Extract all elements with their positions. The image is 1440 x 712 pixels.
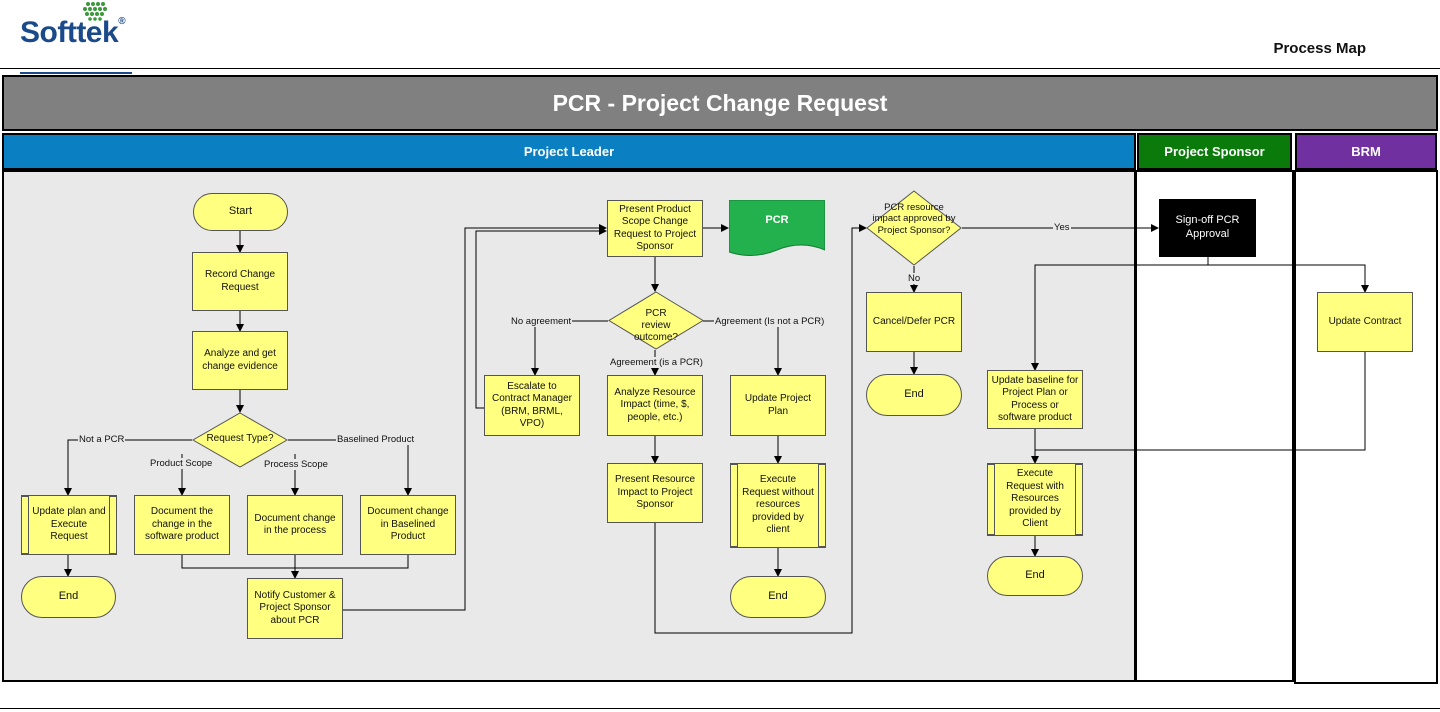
execute-without-resources: Execute Request without resources provid… (730, 463, 826, 548)
pcr-document: PCR (729, 200, 825, 258)
edge-label-agreement-is-pcr: Agreement (is a PCR) (609, 357, 704, 368)
request-type-label: Request Type? (206, 433, 274, 444)
edge-label-baselined-product: Baselined Product (336, 434, 416, 445)
end-terminator-3: End (866, 374, 962, 416)
logo-underline (20, 72, 132, 74)
resource-approved-label: PCR resource impact approved by Project … (872, 202, 956, 236)
escalate-contract-manager: Escalate to Contract Manager (BRM, BRML,… (484, 375, 580, 436)
document-software-change: Document the change in the software prod… (134, 495, 230, 555)
analyze-resource-impact: Analyze Resource Impact (time, $, people… (607, 375, 703, 436)
signoff-pcr-approval: Sign-off PCR Approval (1159, 199, 1256, 257)
analyze-change-evidence: Analyze and get change evidence (192, 331, 288, 390)
lane-header-brm: BRM (1295, 133, 1437, 170)
pcr-document-label: PCR (765, 214, 789, 226)
lane-header-project-leader: Project Leader (2, 133, 1136, 170)
page-title: Process Map (1273, 40, 1366, 57)
edge-label-product-scope: Product Scope (149, 458, 214, 469)
end-terminator-2: End (730, 576, 826, 618)
edge-agreement-not-pcr (703, 320, 782, 376)
pcr-review-decision: PCR review outcome? (608, 291, 704, 350)
edge-label-process-scope: Process Scope (263, 459, 329, 470)
record-change-request: Record Change Request (192, 252, 288, 311)
edge-escalate-present (475, 227, 607, 409)
diamond-shape (866, 190, 962, 266)
edge-contract-merge (1035, 352, 1366, 451)
edge-label-no: No (907, 273, 922, 284)
edge-docs-merge (181, 555, 409, 578)
update-plan-execute: Update plan and Execute Request (21, 495, 117, 555)
end-terminator-4: End (987, 556, 1083, 596)
edge-label-yes: Yes (1053, 222, 1071, 233)
present-scope-change: Present Product Scope Change Request to … (607, 200, 703, 257)
update-baseline: Update baseline for Project Plan or Proc… (987, 370, 1083, 429)
document-baselined-change: Document change in Baselined Product (360, 495, 456, 555)
edge-present-resource-approval (654, 224, 867, 634)
process-title: PCR - Project Change Request (2, 75, 1438, 131)
softtek-logo-icon (78, 0, 114, 26)
document-process-change: Document change in the process (247, 495, 343, 555)
pcr-review-label: PCR review outcome? (634, 308, 678, 343)
edge-no-agreement (531, 320, 608, 376)
edge-label-no-agreement: No agreement (510, 316, 573, 327)
edge-notify-present (343, 224, 607, 611)
header-rule (0, 68, 1440, 69)
resource-approved-decision: PCR resource impact approved by Project … (866, 190, 962, 266)
update-project-plan: Update Project Plan (730, 375, 826, 436)
edge-signoff-contract (1208, 264, 1369, 293)
update-contract: Update Contract (1317, 292, 1413, 352)
end-terminator-1: End (21, 576, 116, 618)
edge-not-pcr (64, 439, 192, 496)
start-terminator: Start (193, 193, 288, 231)
edge-label-agreement-not-pcr: Agreement (Is not a PCR) (714, 316, 826, 327)
softtek-logo: Softtek® (20, 16, 126, 49)
lane-header-project-sponsor: Project Sponsor (1137, 133, 1292, 170)
execute-with-resources: Execute Request with Resources provided … (987, 463, 1083, 536)
present-resource-impact: Present Resource Impact to Project Spons… (607, 463, 703, 523)
document-shape (729, 200, 825, 256)
edge-signoff-split (1031, 257, 1209, 371)
notify-customer-sponsor: Notify Customer & Project Sponsor about … (247, 578, 343, 639)
footer-rule (0, 708, 1440, 709)
cancel-defer-pcr: Cancel/Defer PCR (866, 292, 962, 352)
diamond-shape (608, 291, 704, 350)
diamond-shape (192, 412, 288, 468)
edge-label-not-pcr: Not a PCR (78, 434, 126, 445)
logo-dots (83, 2, 107, 21)
lane-brm (1294, 170, 1438, 684)
request-type-decision: Request Type? (192, 412, 288, 468)
